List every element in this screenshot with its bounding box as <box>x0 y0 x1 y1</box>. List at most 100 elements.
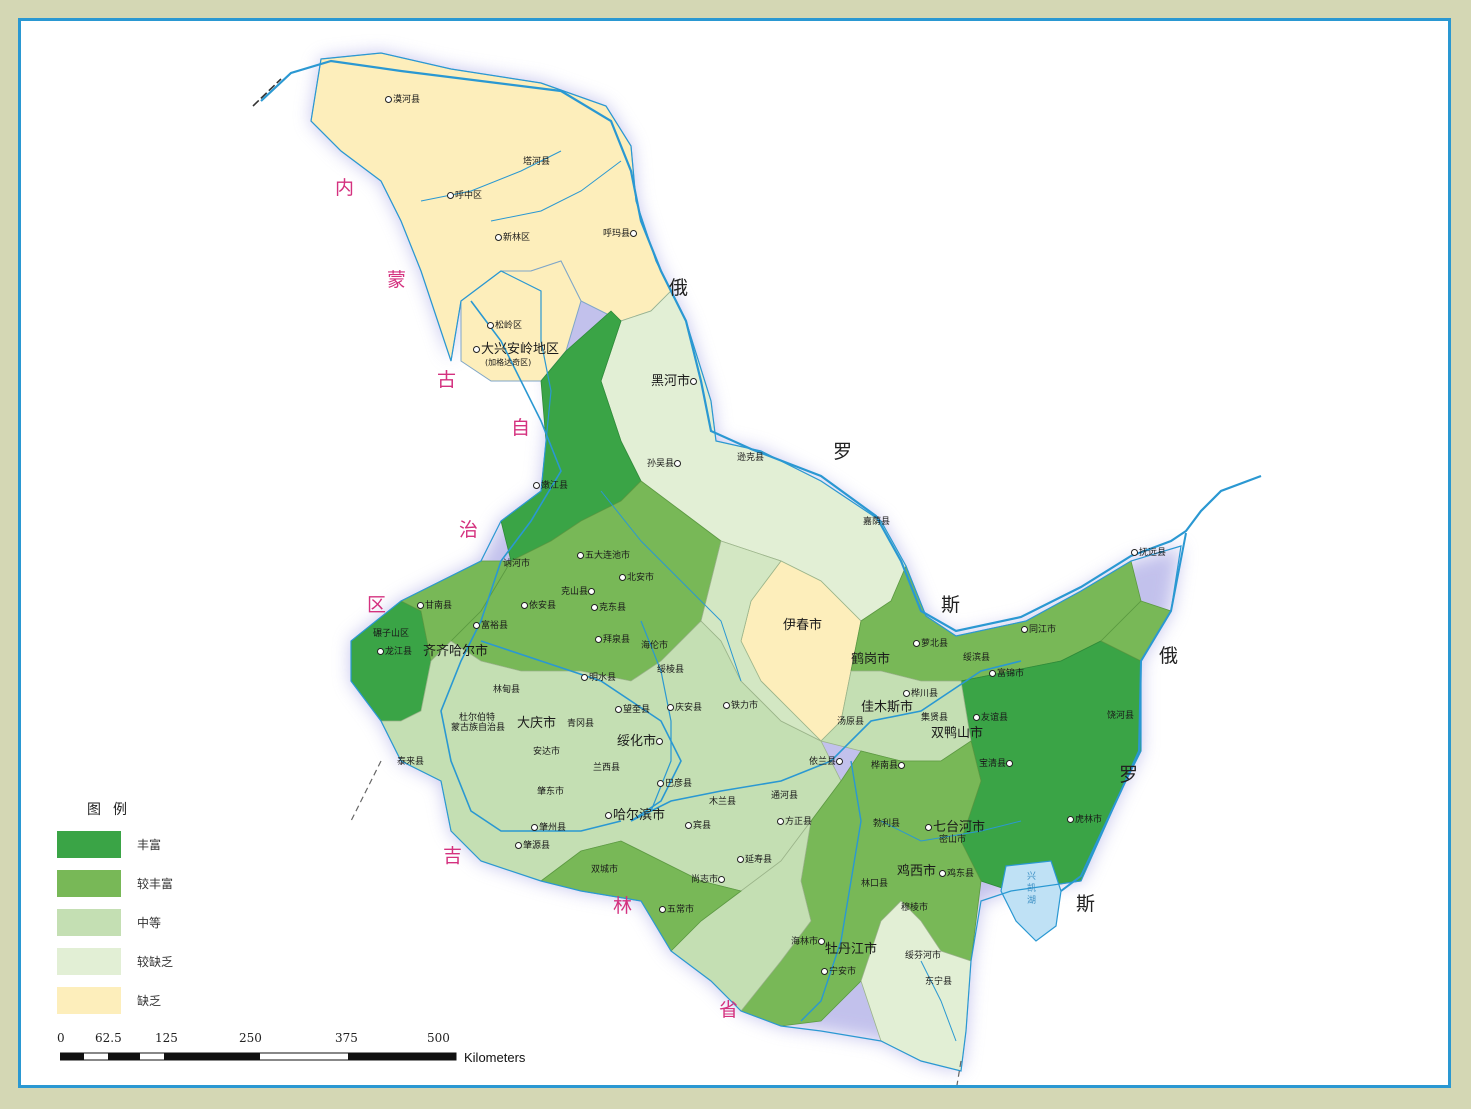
label-inner-mongolia-3: 古 <box>437 369 457 391</box>
boundary-stub-west <box>350 760 382 822</box>
scale-tick-2: 125 <box>155 1031 178 1045</box>
city-dot <box>473 622 480 629</box>
city-dot <box>903 690 910 697</box>
city-dongning: 东宁县 <box>925 977 953 987</box>
river-tributary-1 <box>420 150 562 202</box>
city-mulan: 木兰县 <box>709 797 737 807</box>
city-huachuan: 桦川县 <box>903 689 938 699</box>
city-dot <box>690 378 698 385</box>
city-youyi: 友谊县 <box>973 713 1008 723</box>
city-dot <box>667 704 674 711</box>
boundary-stub-south <box>956 1060 962 1085</box>
city-dot <box>577 552 584 559</box>
label-russia-east-2: 罗 <box>1119 764 1139 786</box>
city-shuangyashan: 双鸭山市 <box>931 726 984 741</box>
legend-swatch <box>57 987 121 1014</box>
city-dot <box>591 604 598 611</box>
legend-title: 图例 <box>87 802 139 818</box>
city-suibin: 绥滨县 <box>963 653 991 663</box>
city-dot <box>925 824 932 831</box>
scale-tick-0: 0 <box>57 1031 65 1045</box>
city-xinlin: 新林区 <box>495 233 530 243</box>
city-dot <box>685 822 692 829</box>
city-dot <box>898 762 906 769</box>
city-huanan: 桦南县 <box>871 761 906 771</box>
city-zhaoyuan: 肇源县 <box>515 841 550 851</box>
province-border <box>310 52 1182 1072</box>
label-inner-mongolia-6: 区 <box>367 594 387 616</box>
city-dot <box>531 824 538 831</box>
label-inner-mongolia-4: 自 <box>511 417 531 439</box>
city-dot <box>588 588 596 595</box>
city-kedong: 克东县 <box>591 603 626 613</box>
city-dot <box>913 640 920 647</box>
city-dot <box>723 702 730 709</box>
city-mishan: 密山市 <box>939 835 967 845</box>
label-inner-mongolia-1: 内 <box>335 177 355 199</box>
city-dot <box>377 648 384 655</box>
city-qingan: 庆安县 <box>667 703 702 713</box>
city-luobei: 萝北县 <box>913 639 948 649</box>
river-tributary-2 <box>490 160 622 222</box>
legend-item-rich: 丰富 <box>57 831 237 858</box>
legend-label: 缺乏 <box>137 994 162 1008</box>
city-mudanjiang: 牡丹江市 <box>825 942 878 957</box>
city-nehe: 讷河市 <box>503 559 531 569</box>
city-duerbote: 杜尔伯特 <box>459 713 496 723</box>
city-yilan: 依兰县 <box>809 757 844 767</box>
legend-item-fairly-scarce: 较缺乏 <box>57 948 237 975</box>
region-rich-longjiang <box>350 600 432 722</box>
label-inner-mongolia-2: 蒙 <box>387 269 407 291</box>
city-dot <box>417 602 424 609</box>
city-qinggang: 青冈县 <box>567 719 595 729</box>
city-longjiang: 龙江县 <box>377 647 412 657</box>
river-songhua <box>480 640 1022 822</box>
city-jidong: 鸡东县 <box>939 869 974 879</box>
river-tributary-3 <box>600 490 742 682</box>
legend-label: 中等 <box>137 916 162 930</box>
city-nianzishan: 碾子山区 <box>373 629 410 639</box>
city-nenjiang: 嫩江县 <box>533 481 568 491</box>
legend-label: 丰富 <box>137 838 162 852</box>
city-tongjiang: 同江市 <box>1021 625 1056 635</box>
label-inner-mongolia-5: 治 <box>459 519 479 541</box>
legend-label: 较丰富 <box>137 877 174 891</box>
city-raohe: 饶河县 <box>1107 711 1135 721</box>
scale-tick-5: 500 <box>427 1031 450 1045</box>
city-yian: 依安县 <box>521 601 556 611</box>
label-russia-north-1: 俄 <box>669 277 689 299</box>
city-suihua: 绥化市 <box>617 735 664 749</box>
city-hailun: 海伦市 <box>641 641 669 651</box>
city-fuyu: 富裕县 <box>473 621 508 631</box>
scale-tick-4: 375 <box>335 1031 358 1045</box>
river-nenjiang <box>440 300 622 832</box>
city-mohe: 漠河县 <box>385 95 420 105</box>
city-harbin: 哈尔滨市 <box>605 809 665 823</box>
city-shuangcheng: 双城市 <box>591 865 619 875</box>
city-dot <box>777 818 784 825</box>
city-yanshou: 延寿县 <box>737 855 772 865</box>
legend-swatch <box>57 948 121 975</box>
city-dot <box>473 346 480 353</box>
legend-label: 较缺乏 <box>137 955 174 969</box>
city-suileng: 绥棱县 <box>657 665 685 675</box>
legend-swatch <box>57 909 121 936</box>
label-jilin-3: 省 <box>719 999 739 1021</box>
legend-item-fairly-rich: 较丰富 <box>57 870 237 897</box>
city-dot <box>973 714 980 721</box>
map-frame: 内 蒙 古 自 治 区 俄 罗 斯 俄 罗 斯 吉 林 省 兴凯湖 漠河县 塔河… <box>18 18 1451 1088</box>
city-dot <box>487 322 494 329</box>
city-baiquan: 拜泉县 <box>595 635 630 645</box>
city-tailai: 泰来县 <box>397 757 425 767</box>
city-mengguzu: 蒙古族自治县 <box>451 723 506 733</box>
scale-tick-3: 250 <box>239 1031 262 1045</box>
city-andai: 安达市 <box>533 747 561 757</box>
city-huzhong: 呼中区 <box>447 191 482 201</box>
city-baoqing: 宝清县 <box>979 759 1014 769</box>
legend-item-scarce: 缺乏 <box>57 987 237 1014</box>
city-mingshui: 明水县 <box>581 673 616 683</box>
lake-label: 兴凯湖 <box>1027 872 1037 906</box>
city-wangkui: 望奎县 <box>615 705 650 715</box>
city-qiqihar: 齐齐哈尔市 <box>423 644 489 659</box>
legend-swatch <box>57 870 121 897</box>
